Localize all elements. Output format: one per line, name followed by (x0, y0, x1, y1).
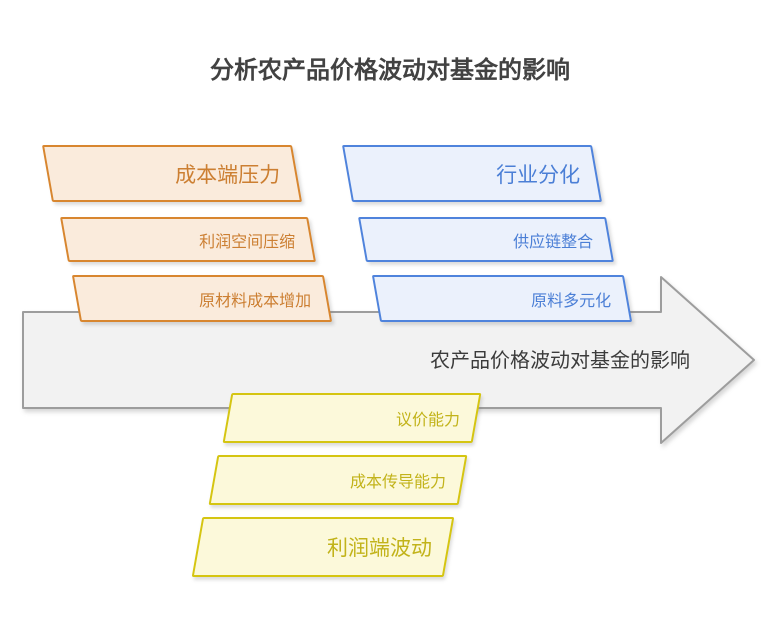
node-profit-margin-compression-label: 利润空间压缩 (198, 233, 295, 251)
node-industry-differentiation-label: 行业分化 (496, 163, 580, 187)
node-raw-material-cost-increase-label: 原材料成本增加 (198, 292, 311, 310)
node-raw-material-cost-increase: 原材料成本增加 (71, 275, 333, 322)
page-title: 分析农产品价格波动对基金的影响 (210, 57, 570, 84)
node-bargaining-power: 议价能力 (222, 393, 482, 443)
node-cost-pressure-header: 成本端压力 (41, 145, 303, 202)
node-profit-margin-compression: 利润空间压缩 (60, 217, 316, 262)
node-material-diversification: 原料多元化 (371, 275, 633, 322)
node-profit-volatility-header: 利润端波动 (191, 517, 455, 577)
node-bargaining-power-label: 议价能力 (395, 412, 460, 429)
arrow-label: 农产品价格波动对基金的影响 (430, 350, 690, 372)
node-profit-volatility-label: 利润端波动 (327, 537, 432, 560)
node-cost-pressure-label: 成本端压力 (175, 163, 280, 187)
node-material-diversification-label: 原料多元化 (530, 292, 611, 310)
node-cost-passthrough-ability-label: 成本传导能力 (349, 474, 446, 491)
node-supply-chain-integration: 供应链整合 (358, 217, 614, 262)
node-cost-passthrough-ability: 成本传导能力 (208, 455, 468, 505)
node-industry-differentiation-header: 行业分化 (341, 145, 603, 202)
node-supply-chain-integration-label: 供应链整合 (512, 233, 593, 251)
